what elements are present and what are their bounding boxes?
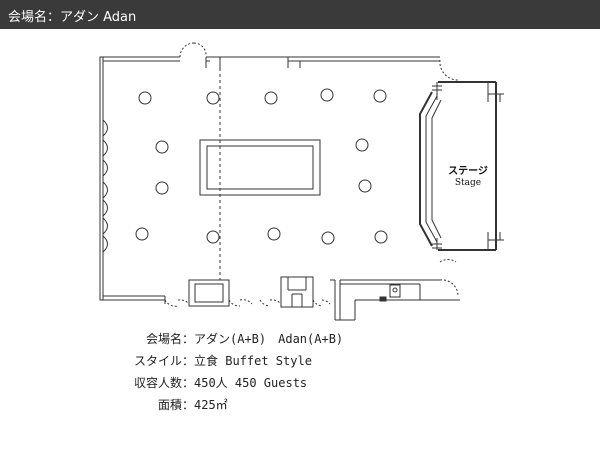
style-label: スタイル [133, 354, 182, 368]
round-tables [135, 88, 388, 245]
venue-name-value: アダン(A+B) Adan(A+B) [194, 332, 344, 346]
separator: ： [182, 376, 195, 390]
bottom-fixtures [188, 276, 401, 308]
separator: ： [182, 332, 195, 346]
header-bar: 会場名：アダン Adan [0, 0, 600, 29]
stage-label-ja: ステージ [448, 165, 488, 177]
outer-wall [99, 56, 460, 321]
separator: ： [182, 398, 195, 412]
info-row-area: 面積：425㎡ [100, 394, 343, 416]
style-value: 立食 Buffet Style [194, 354, 312, 368]
area-label: 面積 [157, 398, 182, 412]
capacity-label: 収容人数 [133, 376, 182, 390]
venue-info: 会場名：アダン(A+B) Adan(A+B) スタイル：立食 Buffet St… [100, 328, 343, 416]
info-row-venue: 会場名：アダン(A+B) Adan(A+B) [100, 328, 343, 350]
top-door [179, 42, 207, 58]
stage [419, 81, 504, 251]
info-row-capacity: 収容人数：450人 450 Guests [100, 372, 343, 394]
venue-title: 会場名：アダン Adan [8, 10, 137, 25]
info-row-style: スタイル：立食 Buffet Style [100, 350, 343, 372]
center-table [199, 139, 321, 196]
venue-name-label: 会場名 [145, 332, 182, 346]
capacity-value: 450人 450 Guests [194, 376, 308, 390]
left-wall-panels [102, 119, 108, 253]
stage-label-en: Stage [455, 178, 481, 188]
bottom-doors [164, 59, 459, 307]
area-value: 425㎡ [194, 398, 228, 412]
separator: ： [182, 354, 195, 368]
